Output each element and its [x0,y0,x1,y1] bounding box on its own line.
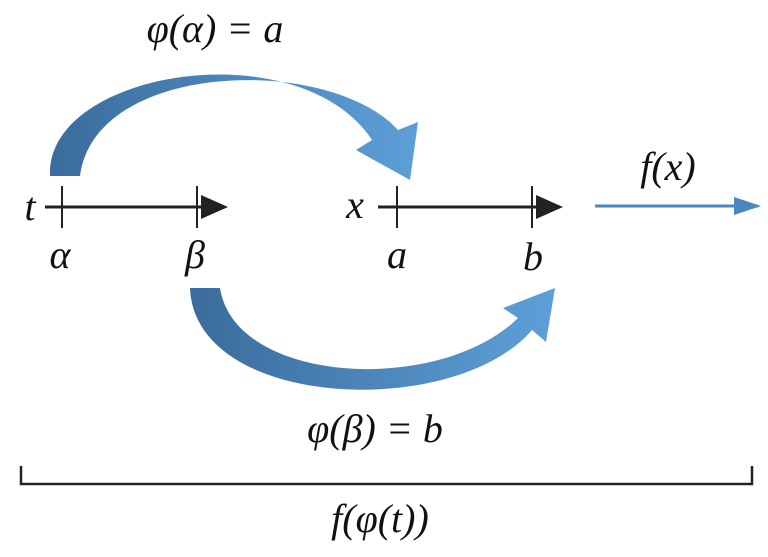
beta-label: β [184,232,205,277]
bottom-curved-arrow [190,288,555,390]
top-curved-arrow [49,74,418,180]
composition-label: f(φ(t)) [331,496,429,541]
alpha-label: α [50,232,72,277]
f-of-x-label: f(x) [640,144,696,189]
b-label: b [523,234,543,279]
bottom-mapping-label: φ(β) = b [307,406,443,451]
composition-bracket [19,466,754,486]
a-label: a [387,232,407,277]
t-axis-label: t [24,184,36,229]
x-axis-label: x [345,182,364,227]
top-mapping-label: φ(α) = a [147,6,284,51]
